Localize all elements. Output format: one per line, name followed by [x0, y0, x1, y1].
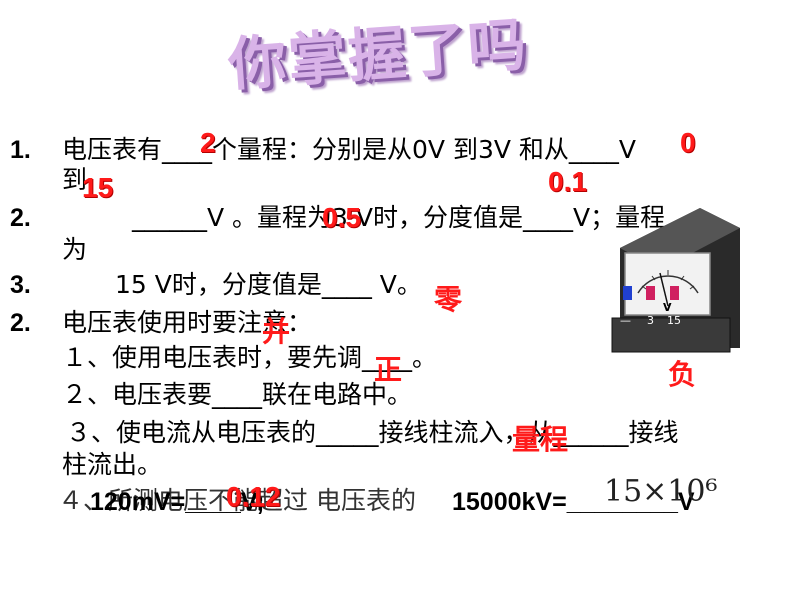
meter-needle: [659, 272, 669, 307]
meter-dial-face: [624, 252, 711, 316]
q3-number: 3.: [10, 271, 31, 299]
meter-base: [611, 317, 731, 353]
terminal-3v: [646, 286, 655, 300]
answer-div-05: 0.5: [322, 202, 361, 233]
conversion-mv: 120mV=____V;: [90, 488, 265, 516]
q1-text-cont: 到: [62, 165, 88, 194]
answer-parallel: 并: [262, 315, 291, 348]
q2-number: 2.: [10, 204, 31, 232]
meter-scale-ticks: [641, 270, 695, 290]
answer-div-01: 0.1: [548, 166, 587, 197]
answer-positive: 正: [374, 353, 403, 386]
q2-text: ______V 。量程为3 V时，分度值是____V；量程: [132, 203, 666, 232]
terminal-15v: [670, 286, 679, 300]
conversion-kv: 15000kV=________V: [452, 488, 695, 516]
answer-range: 量程: [512, 423, 569, 456]
answer-zero: 零: [434, 283, 463, 316]
answer-count: 2: [200, 127, 216, 158]
voltmeter-illustration: V — 3 15: [611, 208, 740, 353]
terminal-label-15: 15: [667, 314, 681, 327]
q3-text: 15 V时，分度值是____ V。: [115, 270, 422, 299]
q4-item-3: ３、使电流从电压表的_____接线柱流入，从______接线: [66, 418, 679, 447]
q4-item-2: ２、电压表要____联在电路中。: [62, 380, 413, 409]
terminal-label-neg: —: [620, 314, 631, 327]
answer-kv-handwritten: 15×10⁶: [604, 474, 718, 509]
meter-scale-arc: [637, 275, 699, 294]
q4-item-3-cont: 柱流出。: [62, 450, 163, 479]
q4-number: 2.: [10, 309, 31, 337]
q4-item-4: ４、所测电压不能超过 电压表的: [58, 486, 416, 515]
terminal-label-3: 3: [647, 314, 654, 327]
terminal-negative: [623, 286, 632, 300]
q1-number: 1.: [10, 136, 31, 164]
q2-text-cont: 为: [62, 235, 88, 264]
answer-mv: 0.12: [226, 481, 281, 512]
q4-item-1: １、使用电压表时，要先调____。: [62, 343, 438, 372]
answer-zero-from: 0: [680, 127, 696, 158]
answer-15: 15: [82, 172, 114, 203]
q4-heading: 电压表使用时要注意：: [62, 308, 313, 337]
answer-negative: 负: [668, 358, 697, 391]
page-title: 你掌握了吗: [225, 10, 531, 99]
meter-v-letter: V: [663, 301, 672, 314]
q1-text: 电压表有____个量程：分别是从0V 到3V 和从____V: [62, 135, 637, 164]
